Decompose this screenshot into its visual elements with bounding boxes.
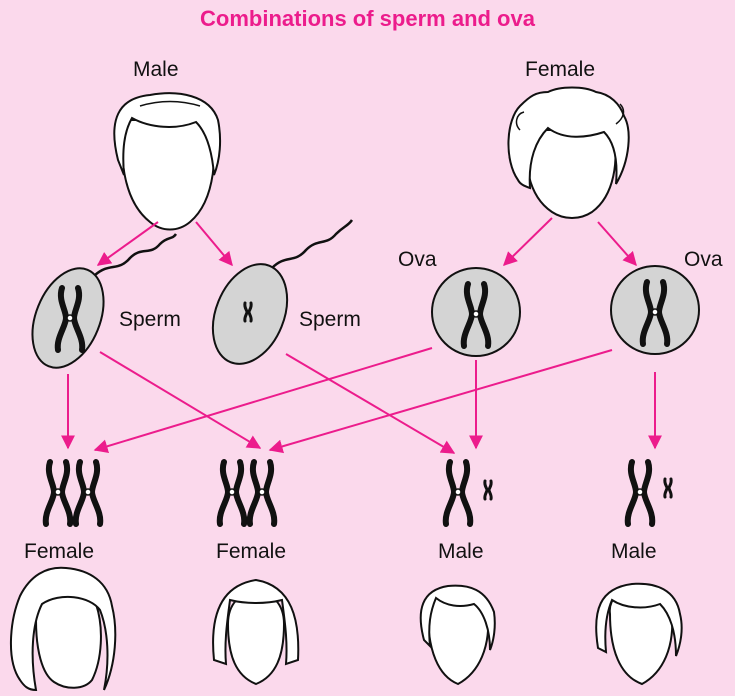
male-child-head-icon-1 <box>421 586 495 684</box>
offspring-2-chromosomes <box>220 462 275 524</box>
male-parent-head-icon <box>114 93 220 229</box>
female-child-head-icon-2 <box>213 580 298 684</box>
female-parent-head-icon <box>508 88 628 219</box>
arrows <box>68 218 655 453</box>
ovum-cell-1 <box>432 268 520 356</box>
offspring-3-chromosomes <box>446 462 491 524</box>
male-child-head-icon-2 <box>596 584 681 684</box>
offspring-4-chromosomes <box>628 462 671 524</box>
sperm-cell-1 <box>19 234 176 378</box>
offspring-1-chromosomes <box>46 462 101 524</box>
female-child-head-icon-1 <box>11 568 115 690</box>
sperm-cell-2 <box>199 220 352 375</box>
ovum-cell-2 <box>611 266 699 354</box>
